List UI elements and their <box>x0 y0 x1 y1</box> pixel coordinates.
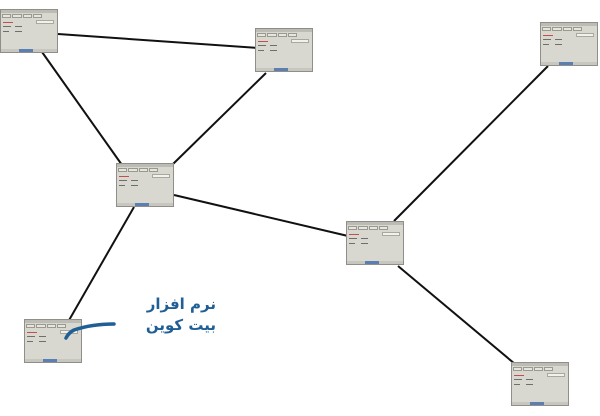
link-n5-n6 <box>393 65 549 222</box>
window-statusbar <box>541 62 597 65</box>
node-window <box>540 22 598 66</box>
node-window <box>116 163 174 207</box>
window-field <box>547 373 565 377</box>
window-content <box>543 33 595 57</box>
window-titlebar <box>512 363 568 366</box>
window-statusbar <box>512 402 568 405</box>
window-tabs <box>257 33 297 37</box>
window-titlebar <box>1 10 57 13</box>
window-tabs <box>348 226 388 230</box>
window-field <box>291 39 309 43</box>
window-titlebar <box>256 29 312 32</box>
annotation-line-1: نرم افزار <box>146 295 216 313</box>
window-titlebar <box>117 164 173 167</box>
window-content <box>27 330 79 354</box>
window-content <box>349 232 401 256</box>
annotation-arrow <box>64 322 116 340</box>
node-window <box>511 362 569 406</box>
link-n5-n7 <box>397 265 516 365</box>
link-n3-n4 <box>67 206 135 323</box>
window-statusbar <box>117 203 173 206</box>
window-field <box>382 232 400 236</box>
window-titlebar <box>541 23 597 26</box>
window-statusbar <box>1 49 57 52</box>
window-tabs <box>2 14 42 18</box>
window-statusbar <box>256 68 312 71</box>
window-statusbar <box>25 359 81 362</box>
node-window <box>255 28 313 72</box>
window-field <box>152 174 170 178</box>
window-tabs <box>26 324 66 328</box>
window-tabs <box>542 27 582 31</box>
node-window <box>346 221 404 265</box>
link-n1-n3 <box>41 51 123 166</box>
window-statusbar <box>347 261 403 264</box>
window-field <box>576 33 594 37</box>
link-n2-n3 <box>171 72 267 166</box>
window-content <box>3 20 55 44</box>
annotation-label: نرم افزار بیت کوین <box>118 294 216 336</box>
node-window <box>24 319 82 363</box>
link-n1-n2 <box>57 33 259 49</box>
window-titlebar <box>347 222 403 225</box>
window-field <box>36 20 54 24</box>
window-tabs <box>118 168 158 172</box>
window-content <box>514 373 566 397</box>
window-content <box>258 39 310 63</box>
window-content <box>119 174 171 198</box>
window-tabs <box>513 367 553 371</box>
window-titlebar <box>25 320 81 323</box>
node-window <box>0 9 58 53</box>
annotation-line-2: بیت کوین <box>145 316 216 334</box>
link-n3-n5 <box>173 194 349 237</box>
